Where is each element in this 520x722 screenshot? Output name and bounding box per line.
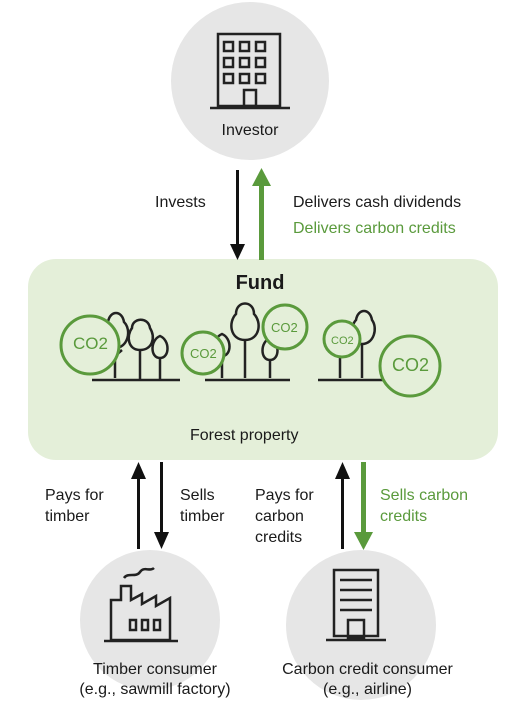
sells-carbon-line2: credits bbox=[380, 508, 428, 525]
co2-label-2: CO2 bbox=[190, 346, 217, 361]
delivers-cash-label: Delivers cash dividends bbox=[293, 194, 462, 211]
office-building-icon bbox=[326, 568, 386, 642]
sells-timber-line2: timber bbox=[180, 508, 225, 525]
timber-consumer-line1: Timber consumer bbox=[93, 661, 217, 678]
sells-carbon-line1: Sells carbon bbox=[380, 487, 469, 504]
delivers-arrow bbox=[252, 168, 271, 260]
co2-label-5: CO2 bbox=[392, 355, 430, 375]
pays-carbon-line3: credits bbox=[255, 529, 303, 546]
pays-for-timber-arrow bbox=[131, 462, 146, 549]
forest-property-label: Forest property bbox=[190, 427, 299, 444]
pays-carbon-line1: Pays for bbox=[255, 487, 314, 504]
co2-label-1: CO2 bbox=[73, 334, 108, 353]
investor-label: Investor bbox=[221, 122, 279, 139]
sells-carbon-arrow bbox=[354, 462, 373, 550]
invests-label: Invests bbox=[155, 194, 206, 211]
pays-carbon-line2: carbon bbox=[255, 508, 304, 525]
sells-timber-arrow bbox=[154, 462, 169, 549]
building-icon bbox=[210, 32, 290, 110]
timber-consumer-circle bbox=[80, 550, 220, 690]
factory-icon bbox=[104, 566, 178, 643]
fund-title: Fund bbox=[235, 272, 285, 294]
invests-arrow bbox=[230, 170, 245, 260]
pays-for-carbon-arrow bbox=[335, 462, 350, 549]
co2-icons bbox=[59, 303, 442, 398]
timber-consumer-line2: (e.g., sawmill factory) bbox=[79, 681, 231, 698]
carbon-consumer-circle bbox=[286, 550, 436, 700]
pays-timber-line1: Pays for bbox=[45, 487, 104, 504]
co2-label-3: CO2 bbox=[271, 320, 298, 335]
sells-timber-line1: Sells bbox=[180, 487, 215, 504]
carbon-consumer-line1: Carbon credit consumer bbox=[282, 661, 453, 678]
carbon-consumer-line2: (e.g., airline) bbox=[323, 681, 412, 698]
pays-timber-line2: timber bbox=[45, 508, 90, 525]
co2-label-4: CO2 bbox=[331, 335, 354, 347]
delivers-credits-label: Delivers carbon credits bbox=[293, 220, 456, 237]
